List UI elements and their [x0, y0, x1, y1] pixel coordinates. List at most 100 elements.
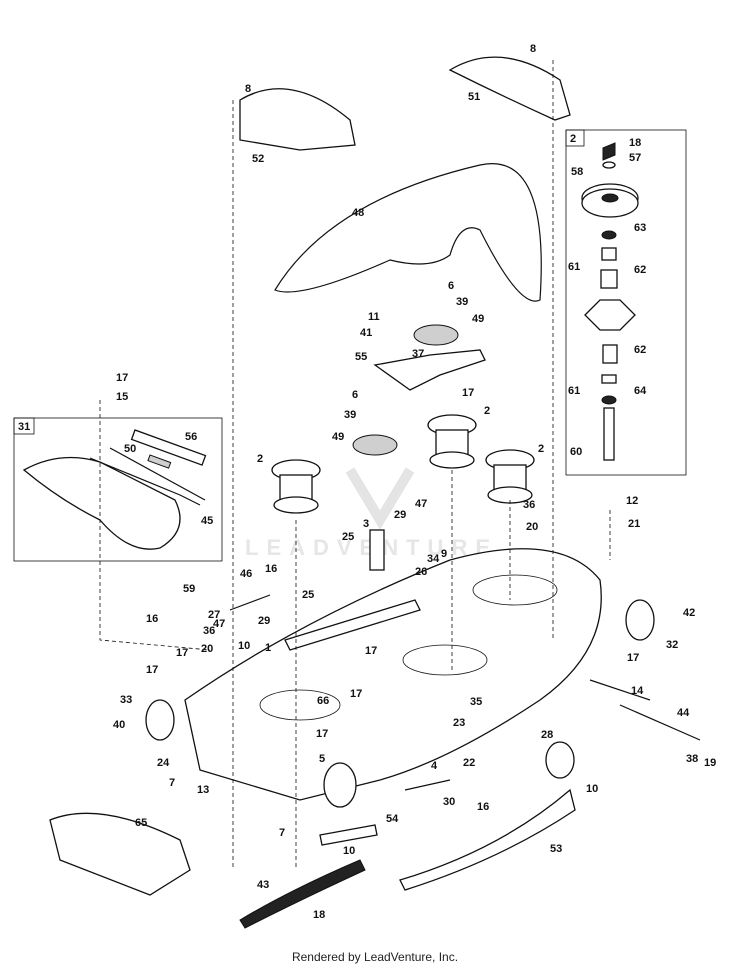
- callout-11: 11: [368, 311, 380, 323]
- callout-10: 10: [238, 640, 250, 652]
- callout-27: 27: [208, 609, 220, 621]
- callout-66: 66: [317, 695, 329, 707]
- discharge-chute-65: [49, 812, 191, 896]
- callout-60: 60: [570, 446, 582, 458]
- callout-17: 17: [146, 664, 158, 676]
- callout-43: 43: [257, 879, 269, 891]
- callout-61: 61: [568, 261, 580, 273]
- deck-blade-housing-center: [402, 644, 488, 676]
- callout-12: 12: [626, 495, 638, 507]
- callout-40: 40: [113, 719, 125, 731]
- callout-47: 47: [415, 498, 427, 510]
- callout-38: 38: [686, 753, 698, 765]
- callout-29: 29: [258, 615, 270, 627]
- callout-2: 2: [484, 405, 490, 417]
- callout-25: 25: [342, 531, 354, 543]
- callout-6: 6: [352, 389, 358, 401]
- callout-17: 17: [350, 688, 362, 700]
- callout-49: 49: [472, 313, 484, 325]
- callout-30: 30: [443, 796, 455, 808]
- gauge-wheel-front: [323, 762, 357, 808]
- box-31-mulch-kit: 31: [13, 417, 223, 562]
- callout-17: 17: [316, 728, 328, 740]
- callout-10: 10: [586, 783, 598, 795]
- callout-41: 41: [360, 327, 372, 339]
- callout-7: 7: [169, 777, 175, 789]
- rod-14: [589, 679, 651, 701]
- callout-20: 20: [526, 521, 538, 533]
- callout-52: 52: [252, 153, 264, 165]
- callout-55: 55: [355, 351, 367, 363]
- spindle-2-right: [485, 449, 535, 504]
- callout-53: 53: [550, 843, 562, 855]
- spring-30: [404, 779, 451, 791]
- callout-62: 62: [634, 344, 646, 356]
- watermark-text: LEADVENTURE: [245, 535, 498, 560]
- callout-57: 57: [629, 152, 641, 164]
- lift-link-44: [619, 704, 701, 741]
- baffle-54: [319, 824, 378, 846]
- callout-8: 8: [245, 83, 251, 95]
- callout-45: 45: [201, 515, 213, 527]
- callout-33: 33: [120, 694, 132, 706]
- callout-16: 16: [265, 563, 277, 575]
- callout-2: 2: [257, 453, 263, 465]
- watermark: LEADVENTURE: [245, 467, 498, 560]
- callout-44: 44: [677, 707, 690, 719]
- belt-cover-52: [239, 88, 356, 151]
- callout-47: 47: [213, 618, 225, 630]
- callout-22: 22: [463, 757, 475, 769]
- callout-5: 5: [319, 753, 325, 765]
- rod-46: [229, 594, 271, 611]
- leader-lines: [99, 60, 611, 870]
- callout-29: 29: [394, 509, 406, 521]
- belt-48: [274, 163, 542, 302]
- callout-28: 28: [541, 729, 553, 741]
- callout-10: 10: [343, 845, 355, 857]
- idler-pulley-49-lower: [352, 434, 398, 456]
- callout-9: 9: [441, 548, 447, 560]
- callout-18: 18: [313, 909, 325, 921]
- box-31-label: 31: [18, 421, 30, 433]
- callout-17: 17: [627, 652, 639, 664]
- deck-blade-housing-right: [472, 574, 558, 606]
- callout-20: 20: [201, 643, 213, 655]
- callout-4: 4: [431, 760, 438, 772]
- callout-26: 26: [415, 566, 427, 578]
- callout-42: 42: [683, 607, 695, 619]
- deck-blade-housing-left: [259, 689, 341, 721]
- callout-50: 50: [124, 443, 136, 455]
- spindle-2-left: [271, 459, 321, 514]
- callout-32: 32: [666, 639, 678, 651]
- callout-7: 7: [279, 827, 285, 839]
- mower-deck: [184, 548, 602, 801]
- callout-6: 6: [448, 280, 454, 292]
- box-2-spindle-assembly: 2: [565, 129, 687, 476]
- callout-25: 25: [302, 589, 314, 601]
- belt-cover-51: [448, 56, 571, 121]
- idler-bracket-55: [373, 349, 486, 391]
- callout-59: 59: [183, 583, 195, 595]
- callout-16: 16: [146, 613, 158, 625]
- callout-49: 49: [332, 431, 344, 443]
- box-2-label: 2: [570, 133, 576, 145]
- callout-17: 17: [462, 387, 474, 399]
- callout-23: 23: [453, 717, 465, 729]
- blade-43: [239, 859, 366, 929]
- callout-1: 1: [265, 642, 271, 654]
- callout-48: 48: [352, 207, 364, 219]
- callout-39: 39: [344, 409, 356, 421]
- callout-36: 36: [203, 625, 215, 637]
- callout-15: 15: [116, 391, 128, 403]
- callout-35: 35: [470, 696, 482, 708]
- callout-34: 34: [427, 553, 440, 565]
- callout-37: 37: [412, 348, 424, 360]
- callout-19: 19: [704, 757, 716, 769]
- callout-17: 17: [365, 645, 377, 657]
- baffle-53: [399, 788, 576, 891]
- callout-62: 62: [634, 264, 646, 276]
- callout-51: 51: [468, 91, 480, 103]
- callout-56: 56: [185, 431, 197, 443]
